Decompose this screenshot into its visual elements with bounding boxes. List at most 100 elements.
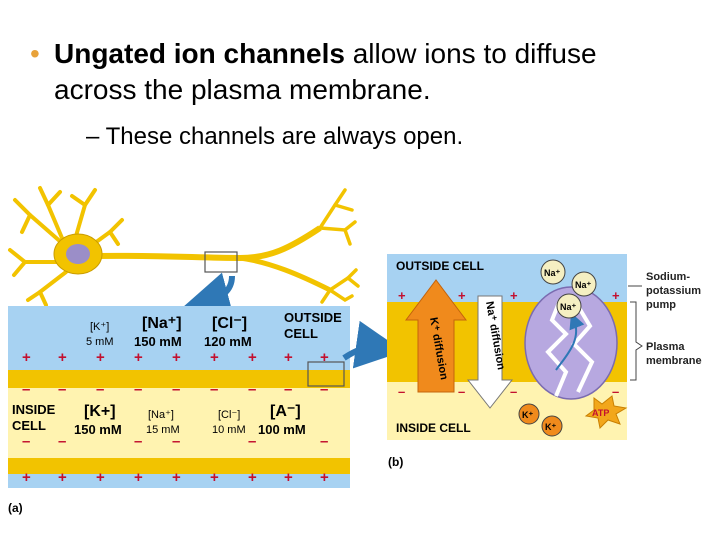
outside-cell-label-a1: OUTSIDE	[284, 310, 342, 325]
outside-ion-cl: [Cl⁻]	[212, 315, 247, 332]
svg-text:+: +	[612, 288, 620, 303]
svg-text:–: –	[248, 381, 256, 398]
k-ion-2	[541, 415, 563, 437]
sub-bullet-text: These channels are always open.	[105, 123, 464, 150]
svg-text:–: –	[510, 384, 517, 399]
zoom-arrow-a	[181, 272, 235, 320]
inside-ion-a-conc: 100 mM	[258, 422, 306, 437]
na-ion-1-label: Na⁺	[544, 268, 561, 278]
panel-b-charges: + + + + – – – –	[398, 288, 620, 399]
zoom-arrow-b	[342, 320, 404, 369]
svg-text:–: –	[210, 381, 218, 398]
svg-text:–: –	[134, 433, 142, 450]
membrane-bracket	[630, 301, 643, 381]
svg-text:–: –	[458, 384, 465, 399]
svg-text:+: +	[458, 288, 466, 303]
svg-text:+: +	[172, 469, 181, 486]
panel-a: OUTSIDE CELL [K⁺] 5 mM [Na⁺] 150 mM [Cl⁻…	[8, 306, 350, 515]
inside-ion-cl-conc: 10 mM	[212, 424, 246, 436]
svg-text:+: +	[22, 469, 31, 486]
k-ion-1-label: K⁺	[522, 410, 533, 420]
panel-b-label: (b)	[388, 455, 403, 469]
inside-ion-k: [K+]	[84, 403, 116, 420]
bullet-text-line1: allow ions to diffuse	[344, 38, 597, 69]
outside-cell-label-a2: CELL	[284, 326, 318, 341]
svg-text:+: +	[22, 349, 31, 366]
bullet-dot: •	[30, 38, 40, 69]
svg-text:+: +	[58, 469, 67, 486]
svg-text:+: +	[134, 469, 143, 486]
svg-text:–: –	[284, 381, 292, 398]
svg-text:+: +	[320, 349, 329, 366]
outside-ion-cl-conc: 120 mM	[204, 334, 252, 349]
sub-bullet-dash: –	[86, 123, 100, 150]
atp-label: ATP	[592, 408, 609, 418]
outside-cell-label-b: OUTSIDE CELL	[396, 259, 484, 273]
sub-bullet: – These channels are always open.	[30, 122, 710, 152]
nucleus	[66, 244, 90, 264]
svg-text:–: –	[22, 381, 30, 398]
na-ion-2	[571, 271, 597, 297]
svg-text:+: +	[284, 349, 293, 366]
svg-text:+: +	[210, 349, 219, 366]
outside-ion-k: [K⁺]	[90, 321, 109, 333]
svg-text:+: +	[96, 469, 105, 486]
k-diffusion-arrow	[405, 279, 467, 393]
inside-ion-na-conc: 15 mM	[146, 424, 180, 436]
na-ion-1	[540, 259, 566, 285]
svg-text:+: +	[58, 349, 67, 366]
main-bullet: • Ungated ion channels allow ions to dif…	[30, 36, 710, 108]
panel-a-label: (a)	[8, 501, 23, 515]
k-ion-2-label: K⁺	[545, 422, 556, 432]
na-ion-2-label: Na⁺	[575, 280, 592, 290]
inside-minus-row: –– –– –– –– – –– –– ––	[22, 381, 328, 450]
svg-text:–: –	[398, 384, 405, 399]
inside-ion-k-conc: 150 mM	[74, 422, 122, 437]
inside-cell-label-a1: INSIDE	[12, 402, 56, 417]
svg-text:–: –	[172, 381, 180, 398]
slide-text: • Ungated ion channels allow ions to dif…	[30, 36, 710, 152]
na-ion-3	[556, 293, 582, 319]
inside-ion-cl: [Cl⁻]	[218, 409, 240, 421]
inside-ion-na: [Na⁺]	[148, 409, 174, 421]
atp-burst	[584, 395, 628, 430]
svg-text:–: –	[320, 433, 328, 450]
bullet-text-line2: across the plasma membrane.	[54, 74, 431, 105]
svg-text:–: –	[172, 433, 180, 450]
svg-text:+: +	[284, 469, 293, 486]
svg-text:+: +	[398, 288, 406, 303]
na-diffusion-arrow	[466, 295, 514, 409]
inside-ion-a: [A⁻]	[270, 403, 301, 420]
svg-text:–: –	[22, 433, 30, 450]
svg-text:–: –	[612, 384, 619, 399]
svg-text:+: +	[96, 349, 105, 366]
inside-cell-label-b: INSIDE CELL	[396, 421, 471, 435]
svg-text:+: +	[248, 349, 257, 366]
panel-b: OUTSIDE CELL INSIDE CELL ++ ++ –– –– K⁺ …	[387, 254, 702, 469]
na-ion-3-label: Na⁺	[560, 302, 577, 312]
outside-plus-row: ++ ++ ++ ++ +	[22, 349, 329, 366]
membrane-label-1: Plasma	[646, 341, 685, 353]
inside-cell-label-a2: CELL	[12, 418, 46, 433]
magnify-box	[204, 251, 238, 273]
svg-text:+: +	[248, 469, 257, 486]
sodium-potassium-pump	[524, 286, 618, 400]
k-ion-1	[518, 403, 540, 425]
svg-text:–: –	[96, 381, 104, 398]
svg-text:+: +	[510, 288, 518, 303]
svg-text:–: –	[248, 433, 256, 450]
svg-text:+: +	[320, 469, 329, 486]
membrane-label-2: membrane	[646, 355, 702, 367]
outside-ion-k-conc: 5 mM	[86, 336, 114, 348]
outside-ion-na-conc: 150 mM	[134, 334, 182, 349]
outside-ion-na: [Na⁺]	[142, 315, 182, 332]
svg-text:–: –	[58, 433, 66, 450]
pump-label-3: pump	[646, 299, 676, 311]
svg-text:–: –	[320, 381, 328, 398]
pump-label-2: potassium	[646, 285, 701, 297]
neuron	[8, 186, 360, 307]
pump-label-1: Sodium-	[646, 271, 690, 283]
bottom-plus-row: ++ ++ ++ ++ +	[22, 469, 329, 486]
svg-text:+: +	[172, 349, 181, 366]
